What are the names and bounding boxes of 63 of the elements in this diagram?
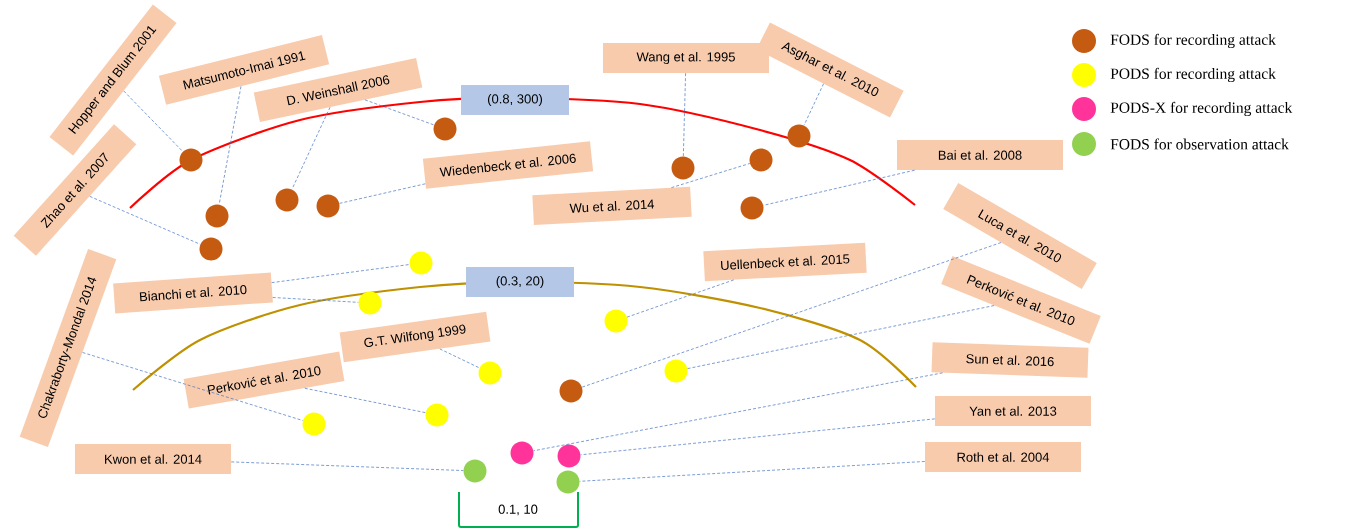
leader-line xyxy=(763,169,915,206)
bracket-label: 0.1, 10 xyxy=(498,504,538,516)
legend-label: PODS for recording attack xyxy=(1110,67,1276,83)
reference-box: Uellenbeck et al. 2015 xyxy=(703,242,867,282)
leader-line xyxy=(123,90,184,152)
dot xyxy=(179,148,203,172)
leader-line xyxy=(230,461,464,471)
legend-label: FODS for recording attack xyxy=(1110,33,1276,49)
dot xyxy=(478,361,502,385)
reference-box: Wang et al. 1995 xyxy=(603,43,769,73)
dot xyxy=(749,148,773,172)
dot xyxy=(358,291,382,315)
dot xyxy=(671,156,695,180)
reference-box: Sun et al. 2016 xyxy=(931,342,1089,378)
reference-box: Bianchi et al. 2010 xyxy=(113,272,273,314)
reference-box: Roth et al. 2004 xyxy=(925,442,1081,472)
leader-line xyxy=(626,279,735,318)
dot xyxy=(409,251,433,275)
dot xyxy=(740,196,764,220)
leader-line xyxy=(89,196,201,245)
dot xyxy=(604,309,628,333)
leader-line xyxy=(271,264,410,283)
dot xyxy=(433,117,457,141)
reference-box: Perković et al. 2010 xyxy=(183,351,345,409)
leader-line xyxy=(439,348,480,369)
reference-box: Yan et al. 2013 xyxy=(935,396,1091,426)
leader-line xyxy=(272,297,359,303)
dot xyxy=(557,444,581,468)
legend-label: FODS for observation attack xyxy=(1110,138,1289,150)
value-box: (0.3, 20) xyxy=(466,267,574,297)
reference-box: Kwon et al. 2014 xyxy=(75,444,231,474)
legend-label: PODS-X for recording attack xyxy=(1110,101,1293,117)
dot xyxy=(425,403,449,427)
leader-line xyxy=(339,183,426,204)
reference-box: Wiedenbeck et al. 2006 xyxy=(422,141,594,189)
dot xyxy=(556,470,580,494)
leader-line xyxy=(82,352,304,421)
leader-line xyxy=(580,418,936,456)
leader-line xyxy=(291,106,331,190)
dot xyxy=(787,124,811,148)
reference-box: Wu et al. 2014 xyxy=(532,186,692,226)
leader-line xyxy=(671,163,751,188)
leader-line xyxy=(218,86,242,205)
dot xyxy=(316,194,340,218)
value-box: (0.8, 300) xyxy=(461,85,569,115)
dot xyxy=(463,459,487,483)
leader-line xyxy=(803,83,824,126)
leader-line xyxy=(687,305,995,369)
dot xyxy=(199,237,223,261)
dot xyxy=(559,379,583,403)
leader-line xyxy=(364,99,435,126)
dot xyxy=(664,359,688,383)
dot xyxy=(302,412,326,436)
dot xyxy=(510,441,534,465)
leader-line xyxy=(533,372,943,452)
leader-line xyxy=(304,387,426,413)
reference-box: G.T. Wilfong 1999 xyxy=(339,311,491,363)
reference-box: Bai et al. 2008 xyxy=(897,140,1063,170)
dot xyxy=(205,204,229,228)
leader-line xyxy=(683,72,686,157)
leader-line xyxy=(581,242,1002,388)
leader-line xyxy=(579,461,926,482)
dot xyxy=(275,188,299,212)
